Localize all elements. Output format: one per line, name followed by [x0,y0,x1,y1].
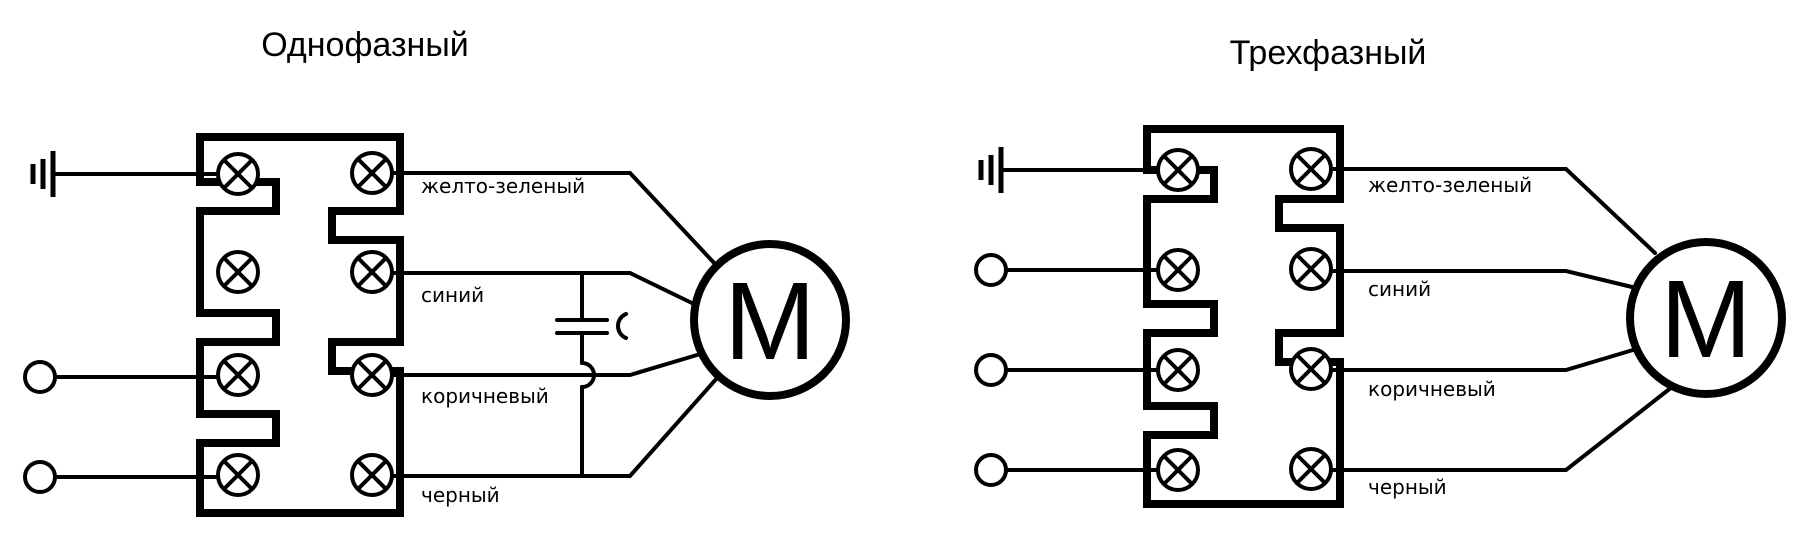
three-phase-wire-yellow-green [1329,167,1657,255]
three-phase-label-black: черный [1368,475,1447,499]
single-phase-input-terminal-2 [23,460,57,494]
three-phase-terminal-block [1143,125,1344,508]
single-phase-label-brown: коричневый [421,384,549,408]
three-phase-terminal-r2 [1289,247,1333,291]
three-phase-motor [1626,238,1786,398]
three-phase-terminal-l1 [1156,148,1200,192]
three-phase-terminal-l4 [1156,448,1200,492]
single-phase-input-terminal-1 [23,360,57,394]
single-phase-terminal-r3 [350,353,394,397]
single-phase-terminal-l2 [216,250,260,294]
single-phase-label-black: черный [421,483,500,507]
three-phase-wire-brown [1329,348,1635,372]
single-phase-title: Однофазный [261,26,469,64]
three-phase-input-terminal-1 [974,253,1008,287]
three-phase-ground-icon [978,147,1004,193]
single-phase-wire-blue [390,271,698,307]
single-phase-capacitor-icon [555,271,628,478]
three-phase-terminal-r4 [1289,447,1333,491]
three-phase-terminal-l3 [1156,348,1200,392]
three-phase-input-terminal-3 [974,453,1008,487]
single-phase-terminal-r4 [350,453,394,497]
single-phase-motor [690,240,850,400]
single-phase-panel: Однофазный [23,26,850,517]
single-phase-terminal-r2 [350,250,394,294]
three-phase-wire-blue [1329,269,1634,289]
single-phase-terminal-r1 [350,151,394,195]
single-phase-wire-brown [390,353,699,377]
three-phase-wire-black [1329,385,1674,472]
single-phase-terminal-block [196,133,404,517]
three-phase-terminal-r3 [1289,347,1333,391]
single-phase-motor-letter: М [724,260,816,383]
three-phase-terminal-l2 [1156,248,1200,292]
single-phase-label-yellow-green: желто-зеленый [421,174,585,198]
three-phase-label-brown: коричневый [1368,377,1496,401]
three-phase-panel: Трехфазный [974,34,1786,508]
single-phase-wire-black [390,375,720,478]
single-phase-terminal-l4 [216,453,260,497]
single-phase-ground-icon [30,151,56,197]
three-phase-motor-letter: М [1660,258,1752,381]
single-phase-terminal-l1 [216,152,260,196]
three-phase-label-yellow-green: желто-зеленый [1368,173,1532,197]
three-phase-title: Трехфазный [1230,34,1427,72]
three-phase-input-terminal-2 [974,353,1008,387]
single-phase-terminal-l3 [216,353,260,397]
three-phase-label-blue: синий [1368,277,1431,301]
single-phase-label-blue: синий [421,283,484,307]
single-phase-wire-yellow-green [390,171,718,267]
three-phase-terminal-r1 [1289,147,1333,191]
